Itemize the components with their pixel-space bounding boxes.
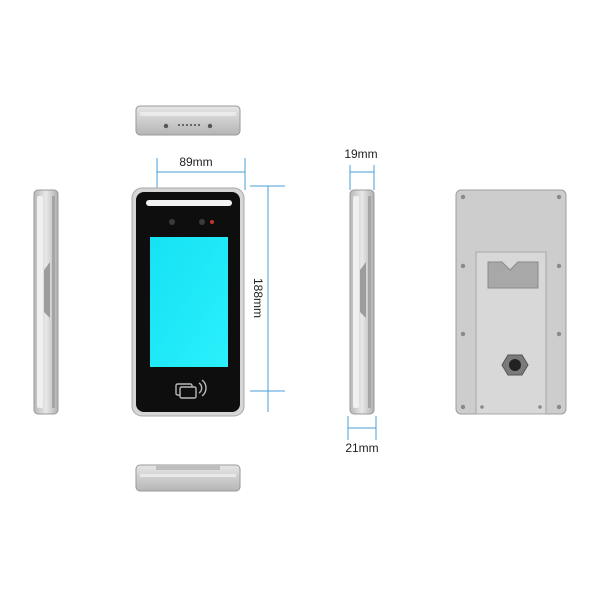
vent-slots-icon — [178, 124, 200, 126]
left-side-view — [33, 189, 59, 415]
camera-right-icon — [199, 219, 205, 225]
indicator-led-icon — [210, 220, 214, 224]
top-view — [135, 105, 241, 136]
width-dimension: 89mm — [156, 155, 246, 190]
screw-hole-icon — [207, 123, 213, 129]
nfc-card-icon — [175, 379, 207, 399]
depth-bottom-dimension: 21mm — [345, 416, 379, 455]
camera-left-icon — [169, 219, 175, 225]
bottom-view — [135, 464, 241, 492]
depth-bottom-label: 21mm — [345, 441, 378, 455]
depth-top-dimension: 19mm — [344, 147, 378, 190]
screw-hole-icon — [163, 123, 169, 129]
right-side-view — [349, 189, 375, 415]
fill-light-bar — [146, 200, 232, 206]
height-dimension: 188mm — [250, 185, 285, 412]
depth-top-label: 19mm — [344, 147, 377, 161]
front-view — [131, 187, 245, 417]
mounting-hook — [487, 261, 539, 289]
cable-gland-icon — [501, 354, 529, 376]
back-view — [455, 189, 567, 415]
width-label: 89mm — [179, 155, 212, 169]
height-label: 188mm — [251, 278, 265, 318]
back-screws — [460, 194, 562, 410]
display-screen — [150, 237, 228, 367]
